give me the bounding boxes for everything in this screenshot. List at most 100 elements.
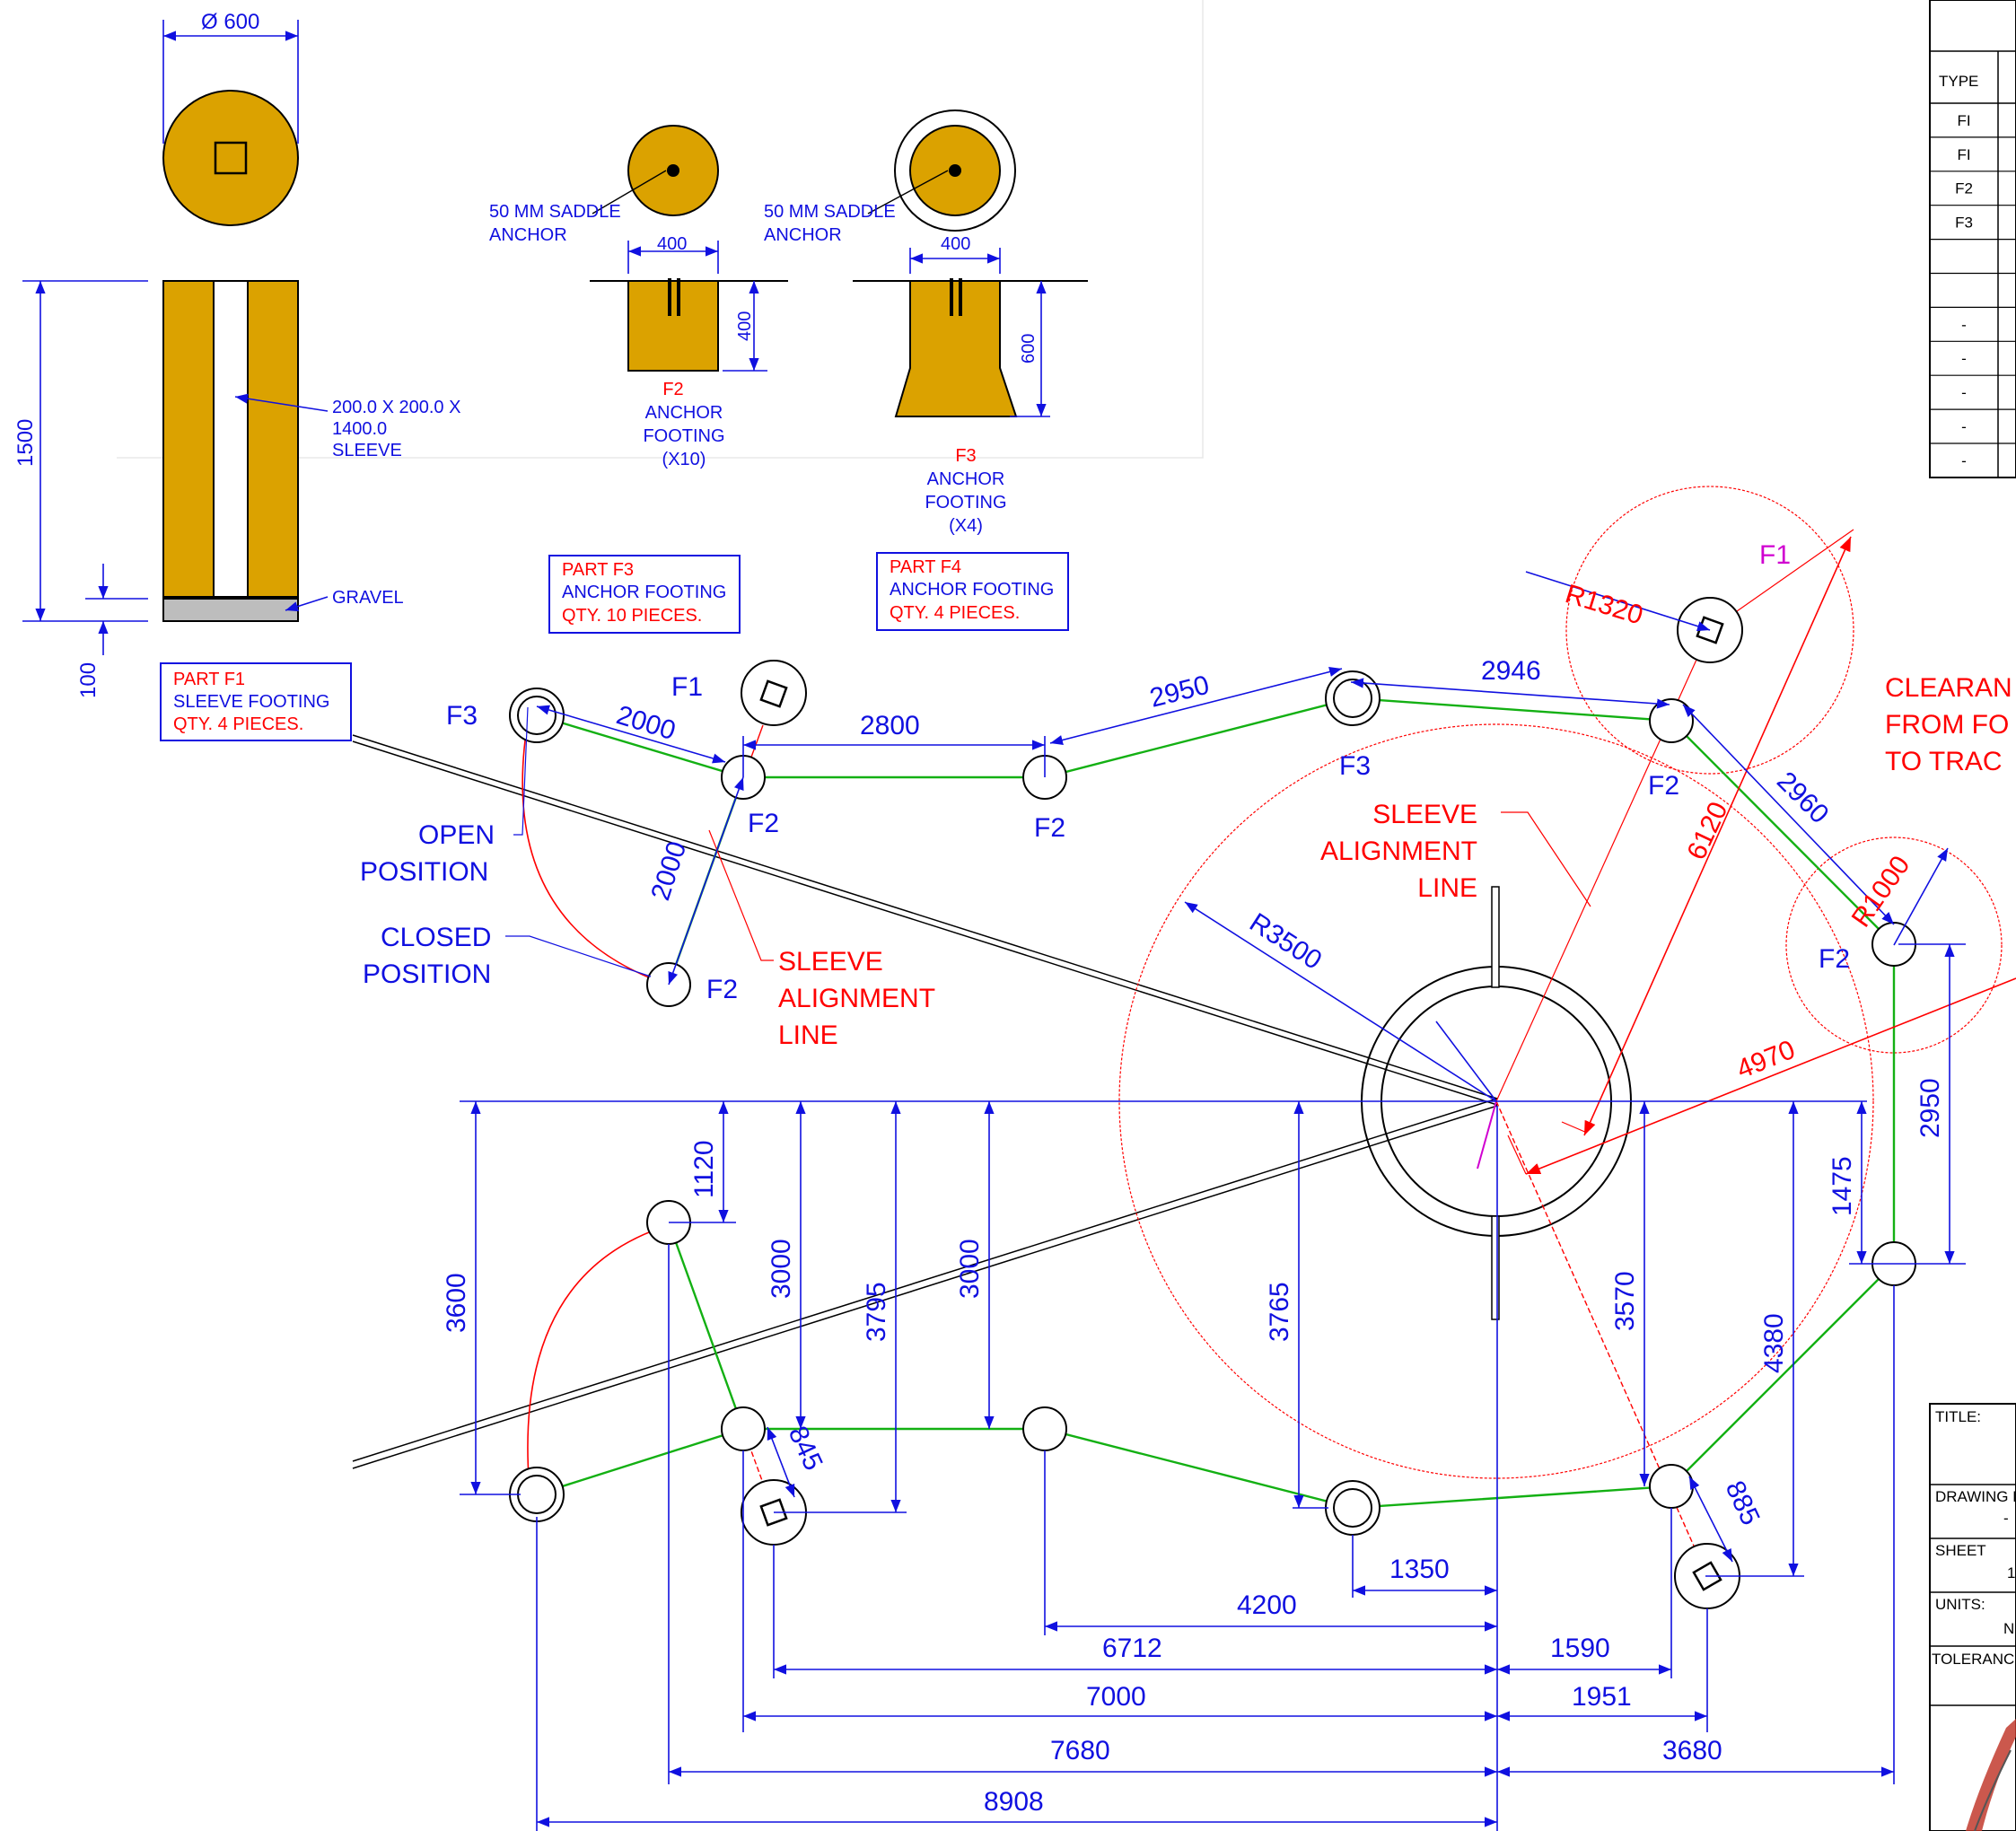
open-leader <box>513 706 529 836</box>
dim-885: 885 <box>1720 1476 1766 1529</box>
sleeve-size-label: 200.0 X 200.0 X <box>332 398 460 417</box>
table-row-type: - <box>1961 350 1967 367</box>
sleeve-size-label-3: SLEEVE <box>332 441 402 460</box>
f3-width-dim: 400 <box>941 234 970 254</box>
right-dims: 2950 1475 4380 3570 3765 885 <box>1265 943 1966 1577</box>
table-row-type: - <box>1961 418 1967 435</box>
dim-3795: 3795 <box>862 1282 891 1342</box>
f2-detail-desc-2: FOOTING <box>643 426 724 446</box>
sleeve-align-2: ALIGNMENT <box>778 984 935 1013</box>
upper-dims: 2000 2000 2800 2950 2946 2960 <box>536 571 1949 1102</box>
sleeve-align-c1: SLEEVE <box>1372 800 1477 829</box>
f2-detail-title: F2 <box>662 380 683 399</box>
table-row-type: FI <box>1957 112 1970 129</box>
logo-mark-2 <box>1974 1749 2012 1831</box>
table-row-type: FI <box>1957 146 1970 163</box>
dim-6120-ext <box>1561 1121 1588 1134</box>
radius-3500-circle <box>1118 723 1874 1479</box>
bottom-dims: 1350 4200 6712 1590 7000 1951 7680 3680 … <box>536 1106 1895 1831</box>
left-dims: 3600 1120 3000 3795 3000 845 <box>442 1100 1867 1513</box>
dim-4380: 4380 <box>1759 1313 1789 1373</box>
label-f2-a: F2 <box>748 809 779 838</box>
dim-r1000: R1000 <box>1846 851 1916 933</box>
f2-depth-dim: 400 <box>735 311 755 341</box>
dim-3765: 3765 <box>1265 1282 1294 1342</box>
radius-labels: R1320 R1000 6120 4970 R3500 <box>1244 579 1915 1084</box>
dim-2950-a: 2950 <box>1147 670 1213 714</box>
sleeve-squares <box>759 616 1724 1591</box>
sleeve-footing-detail: Ø 600 1500 100 200.0 X 200.0 X 1400.0 SL… <box>13 10 460 698</box>
f2-anchor-label-1: 50 MM SADDLE <box>489 202 621 222</box>
label-closed-1: CLOSED <box>381 923 491 952</box>
part-f1-box: PART F1 SLEEVE FOOTING QTY. 4 PIECES. <box>160 662 352 741</box>
red-labels: SLEEVE ALIGNMENT LINE SLEEVE ALIGNMENT L… <box>778 673 2012 1050</box>
tb-drawing-no-val: - <box>2003 1510 2009 1527</box>
part-f4-l3: QTY. 4 PIECES. <box>890 603 1020 623</box>
table-row-type: - <box>1961 384 1967 401</box>
label-f2-b: F2 <box>1034 813 1065 843</box>
dim-4200: 4200 <box>1237 1590 1297 1620</box>
clearance-2: FROM FO <box>1885 710 2009 740</box>
walkway-upper <box>536 696 1896 1510</box>
sleeve-align-c3: LINE <box>1417 873 1477 903</box>
dim-2800: 2800 <box>860 711 920 740</box>
gravel-depth-dim: 100 <box>76 662 101 698</box>
dim-r3500: R3500 <box>1244 907 1327 976</box>
f2-width-dim: 400 <box>657 234 687 254</box>
sleeve-dia-dim: Ø 600 <box>201 10 259 34</box>
f2-detail-qty: (X10) <box>662 450 706 469</box>
label-f2-d: F2 <box>1648 771 1679 801</box>
dim-r1320: R1320 <box>1562 579 1646 630</box>
sleeve-align-3: LINE <box>778 1021 838 1050</box>
label-f1-b: F1 <box>1759 540 1791 570</box>
table-row-type: F2 <box>1955 180 1973 197</box>
tb-drawing-no: DRAWING N <box>1935 1488 2016 1505</box>
dim-1951: 1951 <box>1572 1682 1632 1712</box>
part-f1-l1: PART F1 <box>173 670 245 689</box>
sleeve-height-dim: 1500 <box>13 419 38 467</box>
tb-title: TITLE: <box>1935 1408 1981 1425</box>
f3-detail-desc-2: FOOTING <box>925 493 1006 513</box>
label-closed-2: POSITION <box>363 959 491 989</box>
gravel-label: GRAVEL <box>332 588 404 608</box>
table-row-type: - <box>1961 316 1967 333</box>
f3-depth-dim: 600 <box>1019 334 1039 364</box>
tb-sheet-val: 1 <box>2007 1564 2015 1581</box>
f3-anchor-label-2: ANCHOR <box>764 225 842 245</box>
table-row-type: F3 <box>1955 215 1973 232</box>
dim-8908: 8908 <box>984 1787 1044 1817</box>
tb-units: UNITS: <box>1935 1596 1985 1613</box>
gate-arc-lower <box>527 1224 670 1491</box>
label-open-2: POSITION <box>360 857 488 887</box>
f3-detail-title: F3 <box>955 446 976 466</box>
part-f3-box: PART F3 ANCHOR FOOTING QTY. 10 PIECES. <box>548 555 741 634</box>
label-f2-e: F2 <box>1819 944 1850 974</box>
dim-1590: 1590 <box>1550 1634 1610 1663</box>
part-f3-l3: QTY. 10 PIECES. <box>562 606 702 626</box>
label-f3-b: F3 <box>1339 751 1371 781</box>
f2-anchor-label-2: ANCHOR <box>489 225 567 245</box>
f2-detail-desc-1: ANCHOR <box>645 403 723 423</box>
label-f3-a: F3 <box>446 701 478 731</box>
dim-6712: 6712 <box>1102 1634 1162 1663</box>
title-block: TITLE: DRAWING N - SHEET 1 UNITS: N TOLE… <box>1929 1403 2016 1831</box>
track-lines <box>352 734 1498 1469</box>
dim-2950-b: 2950 <box>1915 1078 1945 1138</box>
dim-1350: 1350 <box>1389 1555 1450 1584</box>
dim-1120: 1120 <box>689 1140 719 1198</box>
dim-4970: 4970 <box>1732 1035 1799 1085</box>
sleeve-align-upper-leader <box>708 829 774 961</box>
f3-detail-desc-1: ANCHOR <box>927 469 1005 489</box>
center-platform <box>1361 886 1632 1320</box>
table-header-type: TYPE <box>1939 73 1978 90</box>
part-f4-l1: PART F4 <box>890 557 961 577</box>
closed-leader <box>505 935 652 977</box>
part-f3-l1: PART F3 <box>562 560 634 580</box>
tb-sheet: SHEET <box>1935 1542 1986 1559</box>
logo-mark <box>1966 1719 2016 1831</box>
label-f2-c: F2 <box>706 975 738 1004</box>
dim-3570: 3570 <box>1610 1271 1640 1331</box>
dim-6120: 6120 <box>1681 798 1733 864</box>
dim-2946: 2946 <box>1481 656 1541 686</box>
